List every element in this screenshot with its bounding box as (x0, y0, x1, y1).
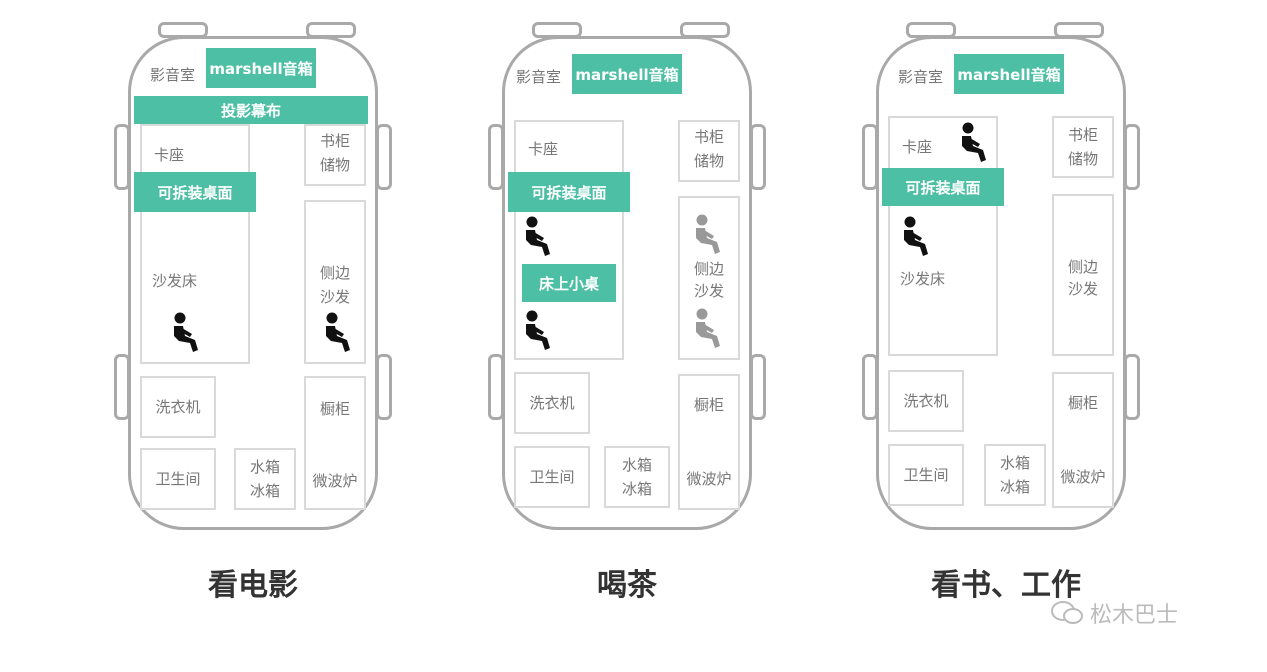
water-tank-label: 水箱 (621, 456, 652, 474)
side-sofa-label-1: 侧边 (319, 264, 350, 282)
seat-label: 卡座 (154, 146, 185, 164)
person-sitting-icon (522, 216, 552, 256)
seat-label: 卡座 (902, 138, 933, 156)
bathroom-label: 卫生间 (903, 466, 949, 484)
washer-label: 洗衣机 (155, 398, 201, 416)
water-tank-label: 水箱 (999, 454, 1030, 472)
fridge-label: 冰箱 (999, 478, 1030, 496)
bathroom-label: 卫生间 (155, 470, 201, 488)
wheel-arch (750, 354, 766, 420)
person-sitting-icon (170, 312, 200, 352)
wheel-arch (750, 124, 766, 190)
washer-label: 洗衣机 (529, 394, 575, 412)
seat-area (140, 124, 250, 364)
person-sitting-icon (900, 216, 930, 256)
av-room-label: 影音室 (150, 66, 196, 84)
projector-screen-block: 投影幕布 (134, 96, 368, 124)
wheel-arch (376, 354, 392, 420)
bookshelf (678, 120, 740, 182)
av-room-label: 影音室 (898, 68, 944, 86)
person-sitting-icon (692, 308, 722, 348)
side-sofa-label-2: 沙发 (1067, 280, 1098, 298)
cabinet (1052, 372, 1114, 508)
fridge (604, 446, 670, 508)
fridge (984, 444, 1046, 506)
cabinet-label: 橱柜 (1067, 394, 1098, 412)
side-sofa-label-1: 侧边 (693, 260, 724, 278)
person-sitting-icon (958, 122, 988, 162)
fridge-label: 冰箱 (249, 482, 280, 500)
bathroom-label: 卫生间 (529, 468, 575, 486)
storage-label: 储物 (1067, 150, 1098, 168)
cabinet-label: 橱柜 (693, 396, 724, 414)
bathroom (888, 444, 964, 506)
washer (888, 370, 964, 432)
av-room-label: 影音室 (516, 68, 562, 86)
side-sofa (1052, 194, 1114, 356)
washer (514, 372, 590, 434)
bathroom (140, 448, 216, 510)
fridge (234, 448, 296, 510)
bookshelf-label: 书柜 (319, 132, 350, 150)
speaker-block: marshell音箱 (206, 48, 316, 88)
floor-plan-movie: 影音室 marshell音箱 投影幕布 卡座 可拆装桌面 沙发床 书柜 储物 侧… (114, 18, 392, 530)
watermark-text: 松木巴士 (1090, 603, 1179, 628)
side-sofa-label-1: 侧边 (1067, 258, 1098, 276)
sofabed-label: 沙发床 (900, 270, 946, 288)
seat-label: 卡座 (528, 140, 559, 158)
cabinet (304, 376, 366, 510)
water-tank-label: 水箱 (249, 458, 280, 476)
fridge-label: 冰箱 (621, 480, 652, 498)
microwave-label: 微波炉 (312, 472, 358, 490)
speaker-block: marshell音箱 (572, 54, 682, 94)
bookshelf-label: 书柜 (693, 128, 724, 146)
side-sofa-label-2: 沙发 (693, 282, 724, 300)
microwave-label: 微波炉 (686, 470, 732, 488)
table-block: 可拆装桌面 (508, 172, 630, 212)
caption-reading: 看书、工作 (931, 568, 1081, 603)
table-block: 可拆装桌面 (134, 172, 256, 212)
person-sitting-icon (692, 214, 722, 254)
storage-label: 储物 (319, 156, 350, 174)
bathroom (514, 446, 590, 508)
wheel-arch (376, 124, 392, 190)
wechat-icon (1051, 601, 1083, 624)
microwave-label: 微波炉 (1060, 468, 1106, 486)
caption-tea: 喝茶 (597, 568, 657, 603)
side-sofa (678, 196, 740, 360)
side-sofa-label-2: 沙发 (319, 288, 350, 306)
wheel-arch (1124, 354, 1140, 420)
bookshelf-label: 书柜 (1067, 126, 1098, 144)
speaker-block: marshell音箱 (954, 54, 1064, 94)
washer (140, 376, 216, 438)
watermark: 松木巴士 (1050, 598, 1178, 628)
bed-table-block: 床上小桌 (522, 264, 616, 302)
floor-plan-reading: 影音室 marshell音箱 卡座 可拆装桌面 沙发床 书柜 储物 侧边 沙发 … (862, 18, 1140, 530)
person-sitting-icon (322, 312, 352, 352)
person-sitting-icon (522, 310, 552, 350)
cabinet (678, 374, 740, 510)
bookshelf (304, 124, 366, 186)
caption-movie: 看电影 (208, 568, 298, 603)
floor-plan-tea: 影音室 marshell音箱 卡座 可拆装桌面 床上小桌 书柜 储物 侧边 沙发… (488, 18, 766, 530)
storage-label: 储物 (693, 152, 724, 170)
bookshelf (1052, 116, 1114, 178)
table-block: 可拆装桌面 (882, 168, 1004, 206)
wheel-arch (1124, 124, 1140, 190)
cabinet-label: 橱柜 (319, 400, 350, 418)
washer-label: 洗衣机 (903, 392, 949, 410)
sofabed-label: 沙发床 (152, 272, 198, 290)
